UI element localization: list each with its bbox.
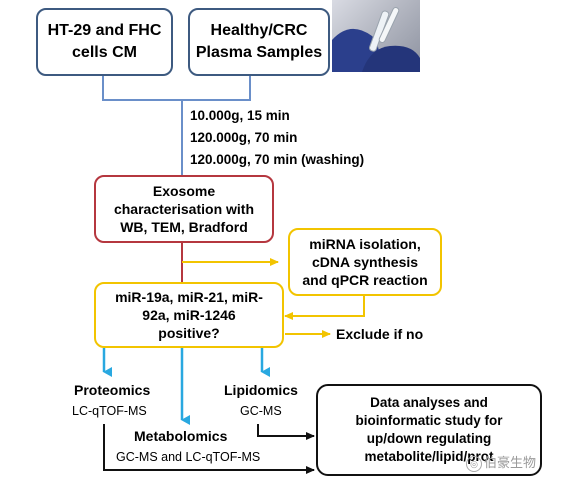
exosome-line-1: Exosome	[152, 183, 216, 199]
data-line-1: Data analyses and	[370, 395, 488, 410]
proteomics-method: LC-qTOF-MS	[72, 404, 147, 418]
metabolomics-title: Metabolomics	[134, 428, 228, 444]
watermark: ◎伯豪生物	[466, 452, 536, 472]
mirna-line-2: cDNA synthesis	[311, 254, 419, 270]
cells-cm-line-2: cells CM	[72, 44, 137, 61]
mirna-line-3: and qPCR reaction	[302, 272, 428, 288]
proteomics-to-data-arrow	[103, 424, 315, 474]
cells-cm-box: HT-29 and FHC cells CM	[36, 8, 173, 76]
mirna-to-decision-arrow	[284, 296, 365, 320]
centrifuge-step-1: 10.000g, 15 min	[190, 108, 290, 123]
exosome-characterisation-box: Exosome characterisation with WB, TEM, B…	[94, 175, 274, 243]
cells-cm-line-1: HT-29 and FHC	[47, 22, 162, 39]
mirna-line-1: miRNA isolation,	[309, 236, 421, 252]
decision-line-1: miR-19a, miR-21, miR-	[115, 289, 263, 305]
plasma-sample-photo	[332, 0, 420, 72]
data-line-4: metabolite/lipid/prot	[364, 449, 494, 464]
lipidomics-method: GC-MS	[240, 404, 282, 418]
data-line-2: bioinformatic study for	[355, 413, 503, 428]
mirna-isolation-box: miRNA isolation, cDNA synthesis and qPCR…	[288, 228, 442, 296]
exosome-line-2: characterisation with	[113, 201, 255, 217]
centrifuge-step-3: 120.000g, 70 min (washing)	[190, 152, 365, 167]
plasma-line-2: Plasma Samples	[195, 44, 323, 61]
decision-line-3: positive?	[158, 325, 220, 341]
centrifuge-step-2: 120.000g, 70 min	[190, 130, 298, 145]
proteomics-title: Proteomics	[74, 382, 151, 398]
metabolomics-method: GC-MS and LC-qTOF-MS	[116, 450, 261, 464]
plasma-samples-box: Healthy/CRC Plasma Samples	[188, 8, 330, 76]
data-analyses-box: Data analyses and bioinformatic study fo…	[316, 384, 542, 476]
lipidomics-to-data-arrow	[257, 424, 315, 440]
exclude-if-no-label: Exclude if no	[336, 326, 424, 342]
exosome-line-3: WB, TEM, Bradford	[120, 219, 248, 235]
merge-line	[102, 76, 251, 175]
mirna-positive-decision-box: miR-19a, miR-21, miR- 92a, miR-1246 posi…	[94, 282, 284, 348]
watermark-logo-icon: ◎	[466, 455, 482, 472]
lipidomics-title: Lipidomics	[224, 382, 298, 398]
plasma-line-1: Healthy/CRC	[210, 22, 308, 39]
watermark-text: 伯豪生物	[484, 455, 537, 470]
data-line-3: up/down regulating	[366, 431, 492, 446]
decision-line-2: 92a, miR-1246	[142, 307, 236, 323]
